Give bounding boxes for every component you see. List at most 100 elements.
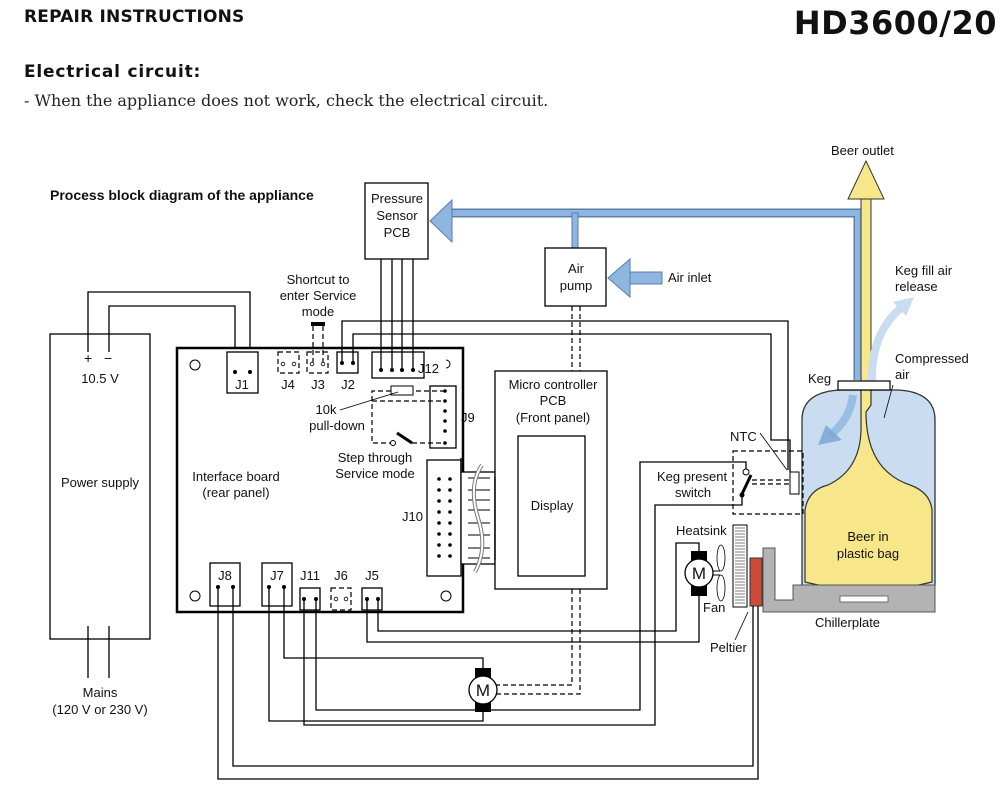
air-inlet-label: Air inlet (668, 270, 712, 285)
compressed-air-label-1: Compressed (895, 351, 969, 366)
ntc-label: NTC (730, 429, 757, 444)
j10-pin (437, 554, 441, 558)
air-pump-label-1: Air (568, 261, 585, 276)
keg-switch-icon (740, 474, 753, 495)
beer-bag-label-1: Beer in (847, 529, 888, 544)
connector-j4 (277, 351, 300, 374)
pulldown-label-2: pull-down (309, 418, 365, 433)
j9-label: J9 (461, 410, 475, 425)
beer-outlet-arrow (847, 159, 885, 389)
mains-label-1: Mains (83, 685, 118, 700)
j8-label: J8 (218, 568, 232, 583)
model-number: HD3600/20 (793, 4, 997, 42)
beer-outlet-label: Beer outlet (831, 143, 894, 158)
connector-j8 (209, 562, 241, 607)
peltier-label: Peltier (710, 640, 748, 655)
keg-switch-label-2: switch (675, 485, 711, 500)
connector-j6 (330, 587, 352, 611)
mount-hole (440, 590, 452, 602)
j10-label: J10 (402, 509, 423, 524)
j10-pin (437, 532, 441, 536)
interface-board-label-1: Interface board (192, 469, 279, 484)
pressure-sensor-label-1: Pressure (371, 191, 423, 206)
keg-fill-arrowhead (893, 297, 914, 316)
mcu-label-2: PCB (540, 393, 567, 408)
j10-pin (448, 554, 452, 558)
connector-j9 (429, 385, 457, 449)
j10-pin (437, 488, 441, 492)
j6-label: J6 (334, 568, 348, 583)
j10-pin (448, 510, 452, 514)
j10-pin (448, 499, 452, 503)
pulldown-label-1: 10k (316, 402, 337, 417)
keg-fill-air-arrow (867, 301, 908, 386)
power-supply (49, 333, 151, 640)
compressed-air-label-2: air (895, 367, 910, 382)
pump-motor: M (468, 668, 498, 712)
j10-pin (448, 521, 452, 525)
air-pump (544, 247, 607, 307)
chillerplate (762, 547, 936, 613)
service-switch-contact (390, 440, 396, 446)
display-label: Display (531, 498, 574, 513)
j4-label: J4 (281, 377, 295, 392)
service-switch-icon (396, 431, 413, 445)
heatsink-label: Heatsink (676, 523, 727, 538)
minus-terminal: − (104, 350, 112, 366)
voltage-label: 10.5 V (81, 371, 119, 386)
beer-bag-label-2: plastic bag (837, 546, 899, 561)
fan-motor-label: M (692, 564, 706, 583)
fan-motor: M (684, 544, 726, 602)
j10-pin (437, 477, 441, 481)
air-pump-label-2: pump (560, 278, 593, 293)
j12-label: J12 (418, 361, 439, 376)
mount-hole (189, 590, 201, 602)
pressure-sensor-label-2: Sensor (376, 208, 418, 223)
mcu-label-1: Micro controller (509, 377, 599, 392)
keg-fill-label-2: release (895, 279, 938, 294)
j10-pin (437, 499, 441, 503)
subtitle: Electrical circuit: (24, 62, 202, 82)
mount-hole (189, 359, 201, 371)
plus-terminal: + (84, 350, 92, 366)
power-supply-label: Power supply (61, 475, 140, 490)
keg-label: Keg (808, 371, 831, 386)
shortcut-label-1: Shortcut to (287, 272, 350, 287)
peltier (749, 557, 763, 607)
chillerplate-label: Chillerplate (815, 615, 880, 630)
keg (801, 380, 936, 594)
interface-board-label-2: (rear panel) (202, 485, 269, 500)
step-label-1: Step through (338, 450, 412, 465)
connector-j12 (371, 351, 425, 379)
shortcut-label-2: enter Service (280, 288, 357, 303)
j10-pin (448, 488, 452, 492)
fan-label: Fan (703, 600, 725, 615)
air-inlet-arrow (607, 257, 663, 299)
connector-j1 (226, 351, 259, 394)
j7-label: J7 (270, 568, 284, 583)
j10-pin (448, 543, 452, 547)
connector-j7 (261, 562, 293, 607)
keg-switch-label-1: Keg present (657, 469, 727, 484)
fan-blade-icon (716, 544, 726, 572)
pressure-sensor-pcb (364, 182, 429, 260)
heatsink (732, 524, 748, 608)
pump-motor-label: M (476, 681, 490, 700)
air-arrow-to-sensor (429, 198, 453, 244)
connector-j11 (299, 587, 321, 611)
diagram-title: Process block diagram of the appliance (50, 187, 314, 203)
connector-j10 (426, 459, 462, 577)
connector-j3 (306, 351, 329, 374)
j1-label: J1 (235, 377, 249, 392)
keg-fill-label-1: Keg fill air (895, 263, 953, 278)
display (517, 435, 586, 577)
step-label-2: Service mode (335, 466, 414, 481)
shortcut-label-3: mode (302, 304, 335, 319)
section-title: REPAIR INSTRUCTIONS (24, 7, 245, 27)
j10-pin (448, 532, 452, 536)
compressed-air-leader (883, 384, 894, 419)
j10-pin (437, 543, 441, 547)
pulldown-resistor (390, 385, 414, 396)
j10-pin (437, 510, 441, 514)
